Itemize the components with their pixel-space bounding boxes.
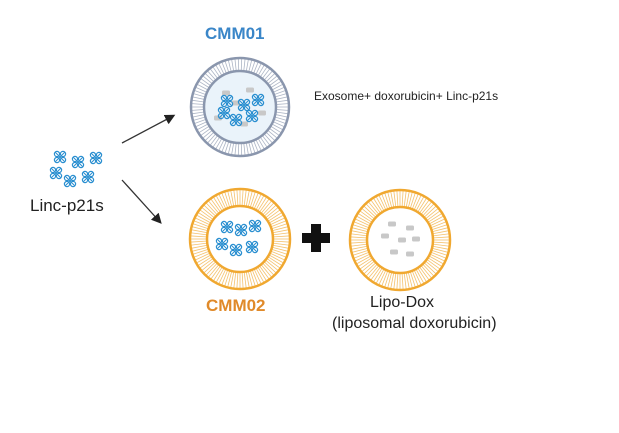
rna-molecule-icon xyxy=(215,237,229,251)
cmm02-liposome xyxy=(188,187,292,291)
rna-molecule-icon xyxy=(229,113,243,127)
lipo-dox-liposome xyxy=(348,188,452,292)
rna-molecule-icon xyxy=(234,223,248,237)
doxorubicin-icon xyxy=(390,249,398,255)
rna-molecule-icon xyxy=(53,150,67,164)
linc-p21s-molecules xyxy=(49,150,103,188)
rna-molecule-icon xyxy=(63,174,77,188)
lipo-dox-label: Lipo-Dox xyxy=(370,294,435,311)
rna-molecule-icon xyxy=(49,166,63,180)
doxorubicin-icon xyxy=(246,87,254,93)
lipo-dox-sublabel: (liposomal doxorubicin) xyxy=(332,315,497,332)
doxorubicin-icon xyxy=(258,110,266,116)
rna-molecule-icon xyxy=(81,170,95,184)
plus-icon xyxy=(302,224,330,252)
doxorubicin-icon xyxy=(406,251,414,257)
doxorubicin-icon xyxy=(388,221,396,227)
rna-molecule-icon xyxy=(217,106,231,120)
arrow-to-cmm01 xyxy=(121,114,176,144)
rna-molecule-icon xyxy=(229,243,243,257)
rna-molecule-icon xyxy=(245,240,259,254)
doxorubicin-icon xyxy=(381,233,389,239)
linc-p21s-label: Linc-p21s xyxy=(30,196,104,215)
cmm01-title: CMM01 xyxy=(205,24,265,43)
cmm02-title: CMM02 xyxy=(206,296,266,315)
cmm01-exosome xyxy=(189,56,291,158)
rna-molecule-icon xyxy=(251,93,265,107)
rna-molecule-icon xyxy=(220,220,234,234)
cmm01-description: Exosome+ doxorubicin+ Linc-p21s xyxy=(314,89,499,103)
arrow-to-cmm02 xyxy=(121,179,162,224)
rna-molecule-icon xyxy=(245,109,259,123)
rna-molecule-icon xyxy=(248,219,262,233)
rna-molecule-icon xyxy=(89,151,103,165)
doxorubicin-icon xyxy=(412,236,420,242)
doxorubicin-icon xyxy=(222,90,230,96)
rna-molecule-icon xyxy=(71,155,85,169)
rna-molecule-icon xyxy=(237,98,251,112)
rna-molecule-icon xyxy=(220,94,234,108)
doxorubicin-icon xyxy=(398,237,406,243)
doxorubicin-icon xyxy=(406,225,414,231)
